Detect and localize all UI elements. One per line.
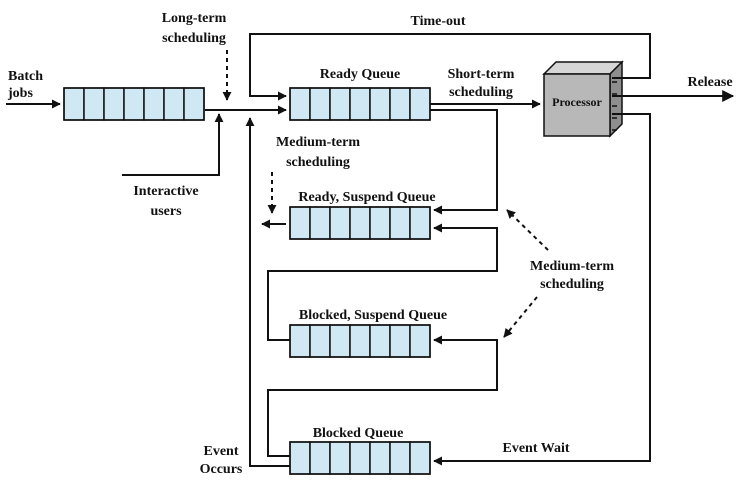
queue-outline	[289, 441, 431, 475]
time-out-loop	[249, 33, 651, 101]
short-term-scheduling-label: Short-term scheduling	[448, 67, 515, 100]
interactive-users-line2: users	[150, 204, 182, 219]
blocked-to-blocked-suspend-path	[267, 335, 498, 457]
medium-term-scheduling-right-label: Medium-term scheduling	[530, 259, 614, 292]
queue-slot	[143, 87, 165, 121]
queue-slot	[289, 87, 311, 121]
ready-to-ready-suspend-path	[430, 109, 498, 215]
queue-slot	[409, 87, 431, 121]
queue-slot	[183, 87, 205, 121]
queue-slot	[309, 206, 331, 240]
queue-slot	[409, 206, 431, 240]
queue-slot	[289, 441, 311, 475]
event-occurs-line1: Event	[204, 444, 239, 459]
blocked-queue-label: Blocked Queue	[313, 426, 404, 441]
short-term-label-line1: Short-term	[448, 67, 515, 82]
queue-outline	[63, 87, 205, 121]
event-occurs-line2: Occurs	[200, 462, 243, 477]
queue-slot	[83, 87, 105, 121]
queue-slot	[389, 441, 411, 475]
ready-suspend-queue-label: Ready, Suspend Queue	[298, 190, 435, 205]
queue-slot	[329, 324, 351, 358]
medium-term-right-line2: scheduling	[540, 277, 604, 292]
queue-slot	[349, 206, 371, 240]
queue-slot	[329, 206, 351, 240]
queue-slot	[349, 87, 371, 121]
batch-queue	[63, 87, 205, 121]
interactive-users-label: Interactive users	[133, 184, 198, 219]
queue-slot	[309, 441, 331, 475]
queue-slot	[123, 87, 145, 121]
ready-queue-label: Ready Queue	[320, 67, 401, 82]
queue-slot	[369, 441, 391, 475]
queue-slot	[289, 206, 311, 240]
queue-slot	[389, 324, 411, 358]
queue-slot	[63, 87, 85, 121]
queue-slot	[309, 87, 331, 121]
blocked-suspend-queue-label: Blocked, Suspend Queue	[299, 308, 447, 323]
blocked-suspend-to-ready-suspend-path	[267, 223, 498, 341]
queue-slot	[289, 324, 311, 358]
queue-slot	[389, 87, 411, 121]
interactive-users-arrow	[122, 113, 224, 176]
blocked-suspend-queue	[289, 324, 431, 358]
event-wait-label: Event Wait	[502, 441, 569, 456]
medium-term-left-line1: Medium-term	[276, 135, 360, 150]
queue-slot	[329, 87, 351, 121]
medium-term-left-line2: scheduling	[286, 155, 350, 170]
ready-queue	[289, 87, 431, 121]
processor-box: Processor	[542, 60, 624, 138]
queue-slot	[409, 324, 431, 358]
queue-slot	[369, 324, 391, 358]
queue-slot	[389, 206, 411, 240]
queue-slot	[349, 441, 371, 475]
release-label: Release	[687, 75, 732, 90]
medium-term-scheduling-right-down-arrow	[503, 296, 538, 338]
medium-term-scheduling-right-up-arrow	[506, 209, 549, 251]
short-term-label-line2: scheduling	[449, 85, 513, 100]
long-term-scheduling-label: Long-term scheduling	[162, 11, 227, 46]
queue-slot	[329, 441, 351, 475]
event-occurs-path	[245, 117, 290, 467]
processor-label: Processor	[552, 95, 602, 109]
medium-term-scheduling-left-label: Medium-term scheduling	[276, 135, 360, 170]
queue-slot	[163, 87, 185, 121]
event-occurs-label: Event Occurs	[200, 444, 243, 477]
long-term-label-line2: scheduling	[162, 31, 226, 46]
interactive-users-line1: Interactive	[133, 184, 198, 199]
time-out-label: Time-out	[411, 14, 466, 29]
event-wait-path	[433, 113, 651, 466]
queue-slot	[369, 87, 391, 121]
queue-slot	[369, 206, 391, 240]
medium-term-right-line1: Medium-term	[530, 259, 614, 274]
batch-jobs-label-line1: Batch	[8, 69, 43, 84]
batch-jobs-label-line2: jobs	[7, 86, 33, 101]
queue-slot	[409, 441, 431, 475]
queue-slot	[349, 324, 371, 358]
ready-suspend-queue	[289, 206, 431, 240]
batch-jobs-label: Batch jobs	[7, 69, 43, 101]
queue-slot	[309, 324, 331, 358]
queue-outline	[289, 206, 431, 240]
processor-pins	[612, 81, 617, 131]
queue-slot	[103, 87, 125, 121]
blocked-queue	[289, 441, 431, 475]
long-term-label-line1: Long-term	[162, 11, 227, 26]
